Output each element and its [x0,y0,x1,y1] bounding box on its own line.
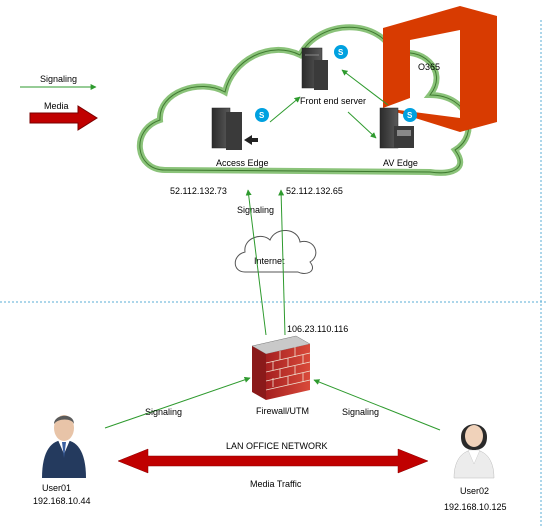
firewall-icon [251,335,311,400]
legend-media-arrow [29,105,98,131]
lan-signaling-right-label: Signaling [342,407,379,417]
access-edge-label: Access Edge [216,158,269,168]
internet-cloud [234,230,317,275]
ip-av-edge: 52.112.132.65 [286,186,343,196]
o365-label: O365 [418,62,440,72]
av-edge-label: AV Edge [383,158,418,168]
signaling-line-access-to-frontend [269,96,301,123]
skype-icon [403,108,417,122]
svg-text:S: S [338,48,344,57]
front-end-server-icon: S [301,45,348,90]
signaling-line-frontend-to-av [347,111,377,139]
lan-signaling-left-label: Signaling [145,407,182,417]
av-edge-server-icon: S [379,107,417,149]
internet-label: Internet [254,256,285,266]
user01-ip: 192.168.10.44 [33,496,91,506]
svg-text:S: S [407,111,413,120]
legend-signaling-label: Signaling [40,74,77,84]
signaling-line-av-to-frontend [341,69,389,106]
user02-name: User02 [460,486,489,496]
legend: Signaling Media [20,74,98,131]
user02-ip: 192.168.10.125 [444,502,507,512]
signaling-line-user01-to-firewall [104,376,251,429]
svg-text:S: S [259,111,265,120]
skype-icon [255,108,269,122]
firewall-label: Firewall/UTM [256,406,309,416]
media-traffic-arrow [117,448,429,474]
lan-title: LAN OFFICE NETWORK [226,441,328,451]
skype-icon [334,45,348,59]
access-edge-server-icon: S [211,107,269,150]
user01-avatar-icon [42,415,86,478]
signaling-line-firewall-to-access-edge [245,189,267,336]
front-end-label: Front end server [300,96,366,106]
internet-signaling-label: Signaling [237,205,274,215]
user01-name: User01 [42,483,71,493]
ip-access-edge: 52.112.132.73 [170,186,227,196]
firewall-ip: 106.23.110.116 [287,324,348,334]
media-traffic-label: Media Traffic [250,479,302,489]
o365-logo: O365 [383,6,497,132]
cloud-outline-inner [139,26,470,174]
user02-avatar-icon [453,424,495,479]
legend-media-label: Media [44,101,69,111]
signaling-line-user02-to-firewall [313,379,441,431]
signaling-line-firewall-to-av-edge [278,189,286,336]
